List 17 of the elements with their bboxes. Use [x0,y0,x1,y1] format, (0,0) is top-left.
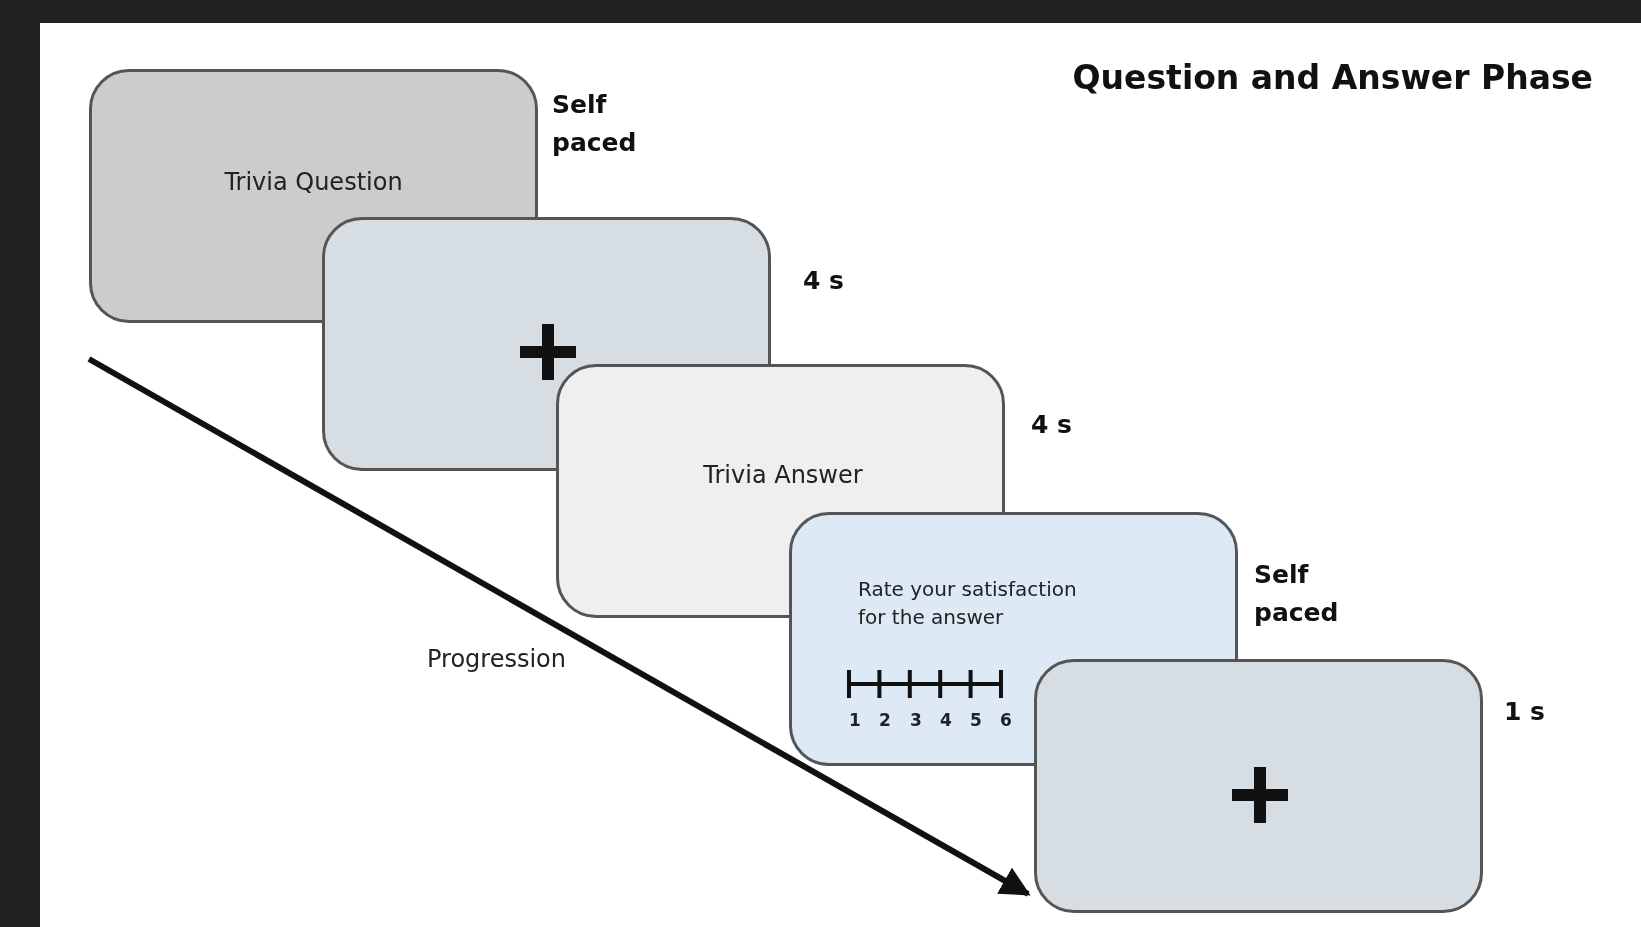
screen-text: Trivia Answer [702,461,864,489]
title: Question and Answer Phase [1072,58,1593,97]
scale-number: 2 [879,710,891,730]
scale-number: 3 [910,710,922,730]
screen-text: Trivia Question [223,168,404,196]
scale-number: 1 [849,710,861,730]
duration-label: 4 s [803,265,845,297]
duration-label: Self paced [552,89,638,159]
scale-number: 6 [1000,710,1012,730]
screen-text: Rate your satisfaction for the answer [858,576,1078,631]
axis-label: Progression [427,645,566,673]
scale-number: 4 [940,710,952,730]
duration-label: Self paced [1254,559,1340,629]
duration-label: 1 s [1504,696,1546,728]
scale-number: 5 [970,710,982,730]
screen-card [1034,659,1483,913]
duration-label: 4 s [1031,409,1073,441]
